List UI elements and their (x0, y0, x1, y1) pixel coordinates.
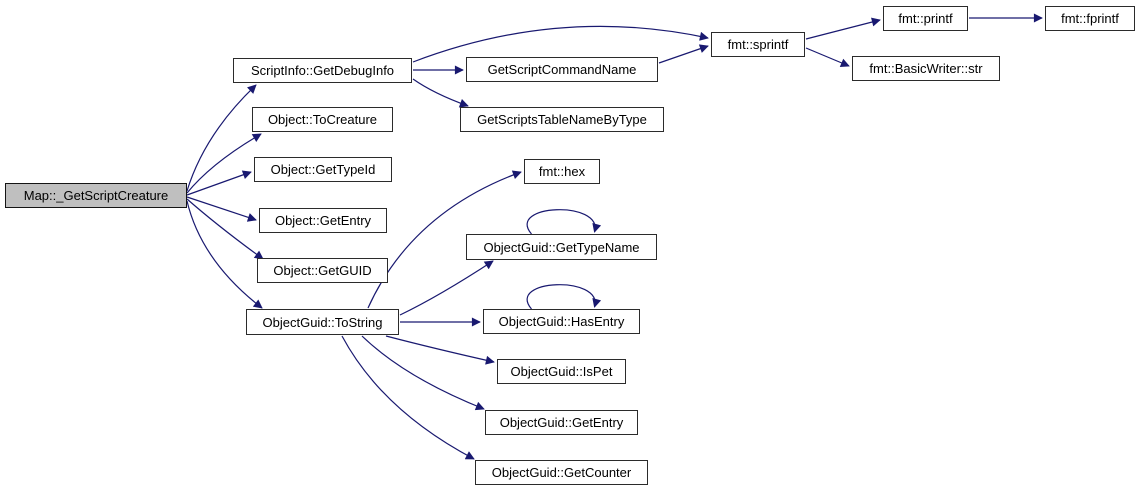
node-fmt-basicwriter-str[interactable]: fmt::BasicWriter::str (852, 56, 1000, 81)
node-getscriptstablenamebytype[interactable]: GetScriptsTableNameByType (460, 107, 664, 132)
edge-map-getscriptcreature-objectguid-tostring (186, 200, 263, 309)
node-label: ObjectGuid::HasEntry (498, 314, 625, 329)
node-objectguid-tostring[interactable]: ObjectGuid::ToString (246, 309, 399, 335)
node-scriptinfo-getdebuginfo[interactable]: ScriptInfo::GetDebugInfo (233, 58, 412, 83)
node-objectguid-getentry[interactable]: ObjectGuid::GetEntry (485, 410, 638, 435)
node-label: ScriptInfo::GetDebugInfo (250, 63, 395, 78)
edge-objectguid-tostring-objectguid-getentry (361, 335, 485, 411)
node-label: ObjectGuid::GetEntry (499, 415, 624, 430)
node-label: Map::_GetScriptCreature (23, 188, 169, 203)
edge-map-getscriptcreature-object-getguid (186, 198, 264, 260)
edge-map-getscriptcreature-scriptinfo-getdebuginfo (186, 84, 257, 192)
edge-scriptinfo-getdebuginfo-fmt-sprintf (412, 25, 709, 63)
node-label: Object::GetTypeId (270, 162, 376, 177)
node-objectguid-gettypename[interactable]: ObjectGuid::GetTypeName (466, 234, 657, 260)
node-label: ObjectGuid::IsPet (510, 364, 613, 379)
node-objectguid-ispet[interactable]: ObjectGuid::IsPet (497, 359, 626, 384)
edge-self-objectguid-gettypename (526, 209, 602, 235)
node-label: fmt::fprintf (1061, 11, 1119, 26)
edge-getscriptcommandname-fmt-sprintf (658, 44, 709, 64)
node-fmt-sprintf[interactable]: fmt::sprintf (711, 32, 805, 57)
node-label: Object::ToCreature (267, 112, 378, 127)
node-label: fmt::printf (898, 11, 953, 26)
node-label: fmt::hex (538, 164, 586, 179)
node-objectguid-getcounter[interactable]: ObjectGuid::GetCounter (475, 460, 648, 485)
edge-objectguid-tostring-objectguid-ispet (385, 335, 495, 365)
node-fmt-hex[interactable]: fmt::hex (524, 159, 600, 184)
node-objectguid-hasentry[interactable]: ObjectGuid::HasEntry (483, 309, 640, 334)
edge-scriptinfo-getdebuginfo-getscriptstablenamebytype (412, 78, 469, 108)
edge-objectguid-tostring-objectguid-gettypename (399, 260, 494, 316)
node-fmt-fprintf[interactable]: fmt::fprintf (1045, 6, 1135, 31)
node-label: ObjectGuid::GetTypeName (483, 239, 640, 255)
node-label: ObjectGuid::ToString (262, 314, 383, 330)
node-label: fmt::BasicWriter::str (869, 61, 983, 76)
edge-fmt-sprintf-fmt-printf (805, 17, 881, 40)
node-label: Object::GetEntry (274, 213, 372, 228)
node-label: Object::GetGUID (273, 263, 372, 278)
edge-objectguid-tostring-objectguid-getcounter (341, 335, 475, 460)
node-object-getguid[interactable]: Object::GetGUID (257, 258, 388, 283)
node-object-gettypeid[interactable]: Object::GetTypeId (254, 157, 392, 182)
node-getscriptcommandname[interactable]: GetScriptCommandName (466, 57, 658, 82)
node-label: GetScriptCommandName (487, 62, 637, 77)
node-object-tocreature[interactable]: Object::ToCreature (252, 107, 393, 132)
edge-objectguid-tostring-fmt-hex (367, 170, 522, 309)
node-fmt-printf[interactable]: fmt::printf (883, 6, 968, 31)
edge-self-objectguid-hasentry (526, 284, 602, 310)
node-label: GetScriptsTableNameByType (477, 112, 647, 127)
edge-map-getscriptcreature-object-tocreature (186, 133, 262, 194)
node-label: fmt::sprintf (727, 37, 789, 52)
node-map-getscriptcreature[interactable]: Map::_GetScriptCreature (5, 183, 187, 208)
edge-map-getscriptcreature-object-gettypeid (186, 170, 252, 196)
node-object-getentry[interactable]: Object::GetEntry (259, 208, 387, 233)
edge-fmt-sprintf-fmt-basicwriter-str (805, 47, 850, 68)
edge-map-getscriptcreature-object-getentry (186, 196, 257, 222)
node-label: ObjectGuid::GetCounter (491, 465, 632, 480)
